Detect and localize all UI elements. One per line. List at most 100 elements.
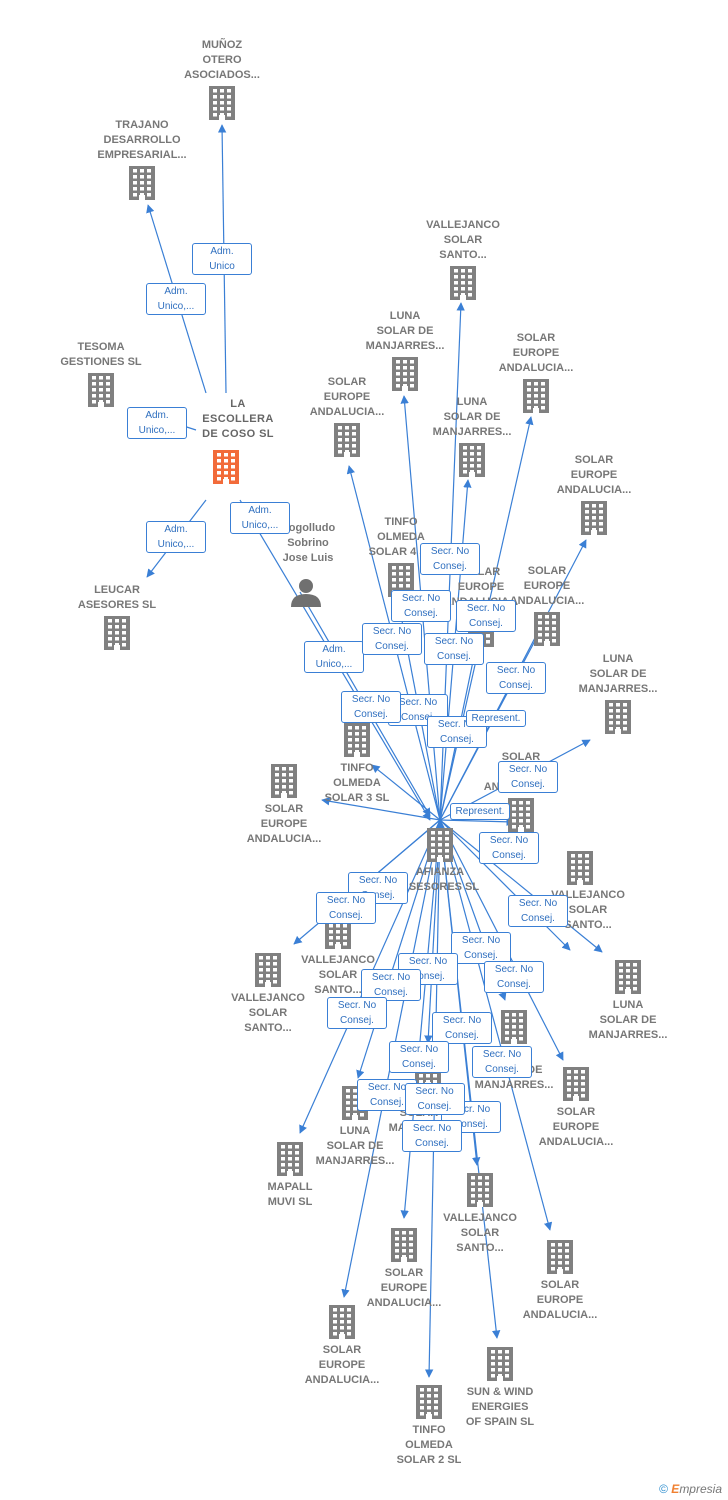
- edge-label-secr-no-consej: Secr. No Consej.: [391, 590, 451, 622]
- edge-label-adm-unico: Adm. Unico: [192, 243, 252, 275]
- building-icon[interactable]: [416, 1385, 442, 1419]
- edge-afianza-to-luna4: [439, 819, 571, 951]
- edge-label-secr-no-consej: Secr. No Consej.: [327, 997, 387, 1029]
- brand-initial: E: [671, 1482, 680, 1496]
- node-label-sunwind[interactable]: SUN & WIND ENERGIES OF SPAIN SL: [465, 1386, 535, 1428]
- node-label-vs4[interactable]: VALLEJANCO SOLAR SANTO...: [231, 992, 305, 1034]
- footer-brand: © Empresia: [659, 1482, 722, 1496]
- node-label-afianza[interactable]: AFIANZA ASESORES SL: [400, 866, 480, 893]
- node-label-se11[interactable]: SOLAR EUROPE ANDALUCIA...: [304, 1344, 380, 1386]
- edge-label-secr-no-consej: Secr. No Consej.: [341, 691, 401, 723]
- edge-label-represent: Represent.: [450, 803, 510, 820]
- node-label-luna1[interactable]: LUNA SOLAR DE MANJARRES...: [365, 310, 445, 352]
- building-icon[interactable]: [467, 1173, 493, 1207]
- building-icon[interactable]: [501, 1010, 527, 1044]
- building-icon[interactable]: [213, 450, 239, 484]
- node-label-se10[interactable]: SOLAR EUROPE ANDALUCIA...: [522, 1279, 598, 1321]
- edge-label-secr-no-consej: Secr. No Consej.: [508, 895, 568, 927]
- node-label-se6[interactable]: SOLAR EUROPE ANDALUCIA...: [246, 803, 322, 845]
- edge-label-secr-no-consej: Secr. No Consej.: [316, 892, 376, 924]
- edge-label-secr-no-consej: Secr. No Consej.: [420, 543, 480, 575]
- edge-afianza-to-se6: [321, 797, 441, 821]
- building-icon[interactable]: [391, 1228, 417, 1262]
- edge-afianza-to-se7: [439, 817, 515, 826]
- building-icon[interactable]: [277, 1142, 303, 1176]
- building-icon[interactable]: [523, 379, 549, 413]
- edge-label-adm-unico: Adm. Unico,...: [304, 641, 364, 673]
- edge-label-secr-no-consej: Secr. No Consej.: [362, 623, 422, 655]
- edge-afianza-to-tinfo3: [371, 764, 441, 821]
- building-icon[interactable]: [605, 700, 631, 734]
- edge-label-adm-unico: Adm. Unico,...: [230, 502, 290, 534]
- node-label-luna4[interactable]: LUNA SOLAR DE MANJARRES...: [588, 999, 668, 1041]
- building-icon[interactable]: [88, 373, 114, 407]
- building-icon[interactable]: [334, 423, 360, 457]
- edge-label-secr-no-consej: Secr. No Consej.: [404, 1082, 465, 1115]
- node-label-vs5[interactable]: VALLEJANCO SOLAR SANTO...: [443, 1212, 517, 1254]
- building-icon[interactable]: [344, 723, 370, 757]
- edge-afianza-to-se10: [439, 819, 553, 1231]
- edge-label-secr-no-consej: Secr. No Consej.: [479, 832, 539, 864]
- node-label-person[interactable]: Cogolludo Sobrino Jose Luis: [280, 522, 336, 564]
- node-label-se2[interactable]: SOLAR EUROPE ANDALUCIA...: [498, 332, 574, 374]
- edge-label-secr-no-consej: Secr. No Consej.: [451, 932, 511, 964]
- node-label-se3[interactable]: SOLAR EUROPE ANDALUCIA...: [556, 454, 632, 496]
- edge-label-secr-no-consej: Secr. No Consej.: [424, 633, 484, 665]
- node-label-mapall[interactable]: MAPALL MUVI SL: [267, 1181, 313, 1208]
- edge-afianza-to-sunwind: [439, 819, 501, 1339]
- node-label-se9[interactable]: SOLAR EUROPE ANDALUCIA...: [366, 1267, 442, 1309]
- building-icon[interactable]: [459, 443, 485, 477]
- building-icon[interactable]: [329, 1305, 355, 1339]
- edge-label-secr-no-consej: Secr. No Consej.: [361, 969, 421, 1001]
- node-label-munoz[interactable]: MUÑOZ OTERO ASOCIADOS...: [184, 39, 260, 81]
- building-icon[interactable]: [581, 501, 607, 535]
- building-icon[interactable]: [271, 764, 297, 798]
- edge-label-adm-unico: Adm. Unico,...: [146, 521, 206, 553]
- node-label-tesoma[interactable]: TESOMA GESTIONES SL: [60, 341, 142, 368]
- edge-label-secr-no-consej: Secr. No Consej.: [402, 1120, 462, 1152]
- edge-label-secr-no-consej: Secr. No Consej.: [456, 600, 516, 632]
- building-icon[interactable]: [427, 828, 453, 862]
- node-label-vs2[interactable]: VALLEJANCO SOLAR SANTO...: [551, 889, 625, 931]
- edge-label-secr-no-consej: Secr. No Consej.: [484, 961, 544, 993]
- brand-name: mpresia: [679, 1482, 722, 1496]
- node-label-se5[interactable]: SOLAR EUROPE ANDALUCIA...: [509, 565, 585, 607]
- node-label-luna3[interactable]: LUNA SOLAR DE MANJARRES...: [578, 653, 658, 695]
- node-label-vs1[interactable]: VALLEJANCO SOLAR SANTO...: [426, 219, 500, 261]
- person-icon[interactable]: [291, 579, 321, 607]
- edge-label-secr-no-consej: Secr. No Consej.: [486, 662, 546, 694]
- node-label-trajano[interactable]: TRAJANO DESARROLLO EMPRESARIAL...: [97, 119, 187, 161]
- building-icon[interactable]: [255, 953, 281, 987]
- copyright-symbol: ©: [659, 1482, 668, 1496]
- node-label-vs3[interactable]: VALLEJANCO SOLAR SANTO...: [301, 954, 375, 996]
- node-label-se1[interactable]: SOLAR EUROPE ANDALUCIA...: [309, 376, 385, 418]
- node-label-luna2[interactable]: LUNA SOLAR DE MANJARRES...: [432, 396, 512, 438]
- node-label-laescollera[interactable]: LA ESCOLLERA DE COSO SL: [202, 398, 274, 440]
- node-label-leucar[interactable]: LEUCAR ASESORES SL: [77, 584, 157, 611]
- node-label-se8[interactable]: SOLAR EUROPE ANDALUCIA...: [538, 1106, 614, 1148]
- building-icon[interactable]: [392, 357, 418, 391]
- building-icon[interactable]: [547, 1240, 573, 1274]
- node-label-tinfo2[interactable]: TINFO OLMEDA SOLAR 2 SL: [396, 1424, 462, 1466]
- building-icon[interactable]: [129, 166, 155, 200]
- node-label-tinfo3[interactable]: TINFO OLMEDA SOLAR 3 SL: [324, 762, 390, 804]
- edge-label-secr-no-consej: Secr. No Consej.: [432, 1012, 492, 1044]
- building-icon[interactable]: [615, 960, 641, 994]
- building-icon[interactable]: [104, 616, 130, 650]
- building-icon[interactable]: [534, 612, 560, 646]
- building-icon[interactable]: [508, 798, 534, 832]
- edge-label-represent: Represent.: [466, 710, 526, 727]
- edge-label-secr-no-consej: Secr. No Consej.: [389, 1041, 449, 1073]
- edge-afianza-to-vs2: [439, 819, 603, 953]
- edge-label-adm-unico: Adm. Unico,...: [146, 283, 206, 315]
- building-icon[interactable]: [450, 266, 476, 300]
- node-label-luna7[interactable]: LUNA SOLAR DE MANJARRES...: [315, 1125, 395, 1167]
- edge-label-secr-no-consej: Secr. No Consej.: [472, 1046, 532, 1078]
- edge-label-secr-no-consej: Secr. No Consej.: [498, 761, 558, 793]
- building-icon[interactable]: [209, 86, 235, 120]
- building-icon[interactable]: [487, 1347, 513, 1381]
- edge-afianza-to-luna7: [356, 819, 441, 1079]
- building-icon[interactable]: [563, 1067, 589, 1101]
- building-icon[interactable]: [567, 851, 593, 885]
- edge-label-adm-unico: Adm. Unico,...: [127, 407, 187, 439]
